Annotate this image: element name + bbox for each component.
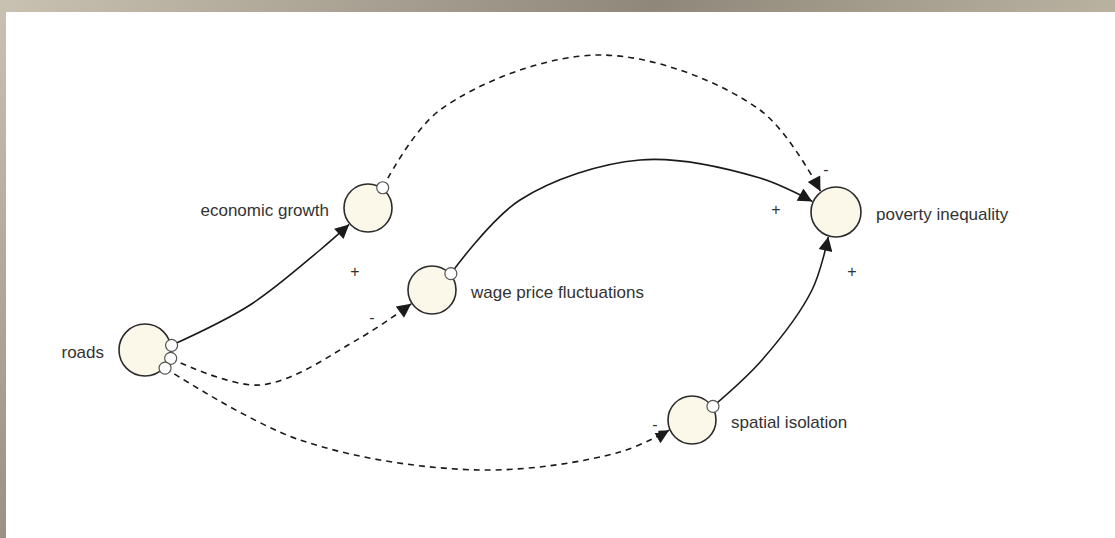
variable-node: economic growth [343, 183, 393, 233]
white-panel [6, 12, 1115, 538]
node-label: roads [61, 344, 104, 363]
variable-node: poverty inequality [810, 186, 862, 238]
variable-node: spatial isolation [667, 395, 717, 445]
causal-link [713, 237, 828, 407]
causal-link [171, 304, 412, 385]
node-circle-shape [668, 396, 716, 444]
node-circle-shape [408, 266, 456, 314]
polarity-sign: - [651, 417, 658, 433]
causal-link [172, 224, 350, 345]
polarity-sign: + [846, 264, 857, 280]
polarity-sign: + [349, 264, 360, 280]
variable-node: wage price fluctuations [407, 265, 457, 315]
node-circle [343, 183, 393, 233]
polarity-sign: - [822, 162, 829, 178]
node-label: poverty inequality [876, 206, 1008, 225]
node-label: economic growth [200, 202, 329, 221]
node-circle-shape [119, 324, 171, 376]
causal-link [383, 55, 821, 191]
node-circle [407, 265, 457, 315]
causal-link [451, 159, 812, 273]
node-circle-shape [811, 187, 861, 237]
variable-node: roads [118, 323, 172, 377]
node-label: wage price fluctuations [471, 284, 644, 303]
node-circle [810, 186, 862, 238]
polarity-sign: + [770, 202, 781, 218]
node-circle [118, 323, 172, 377]
polarity-sign: - [368, 310, 375, 326]
causal-link [165, 368, 669, 470]
node-circle [667, 395, 717, 445]
node-circle-shape [344, 184, 392, 232]
node-label: spatial isolation [731, 414, 847, 433]
